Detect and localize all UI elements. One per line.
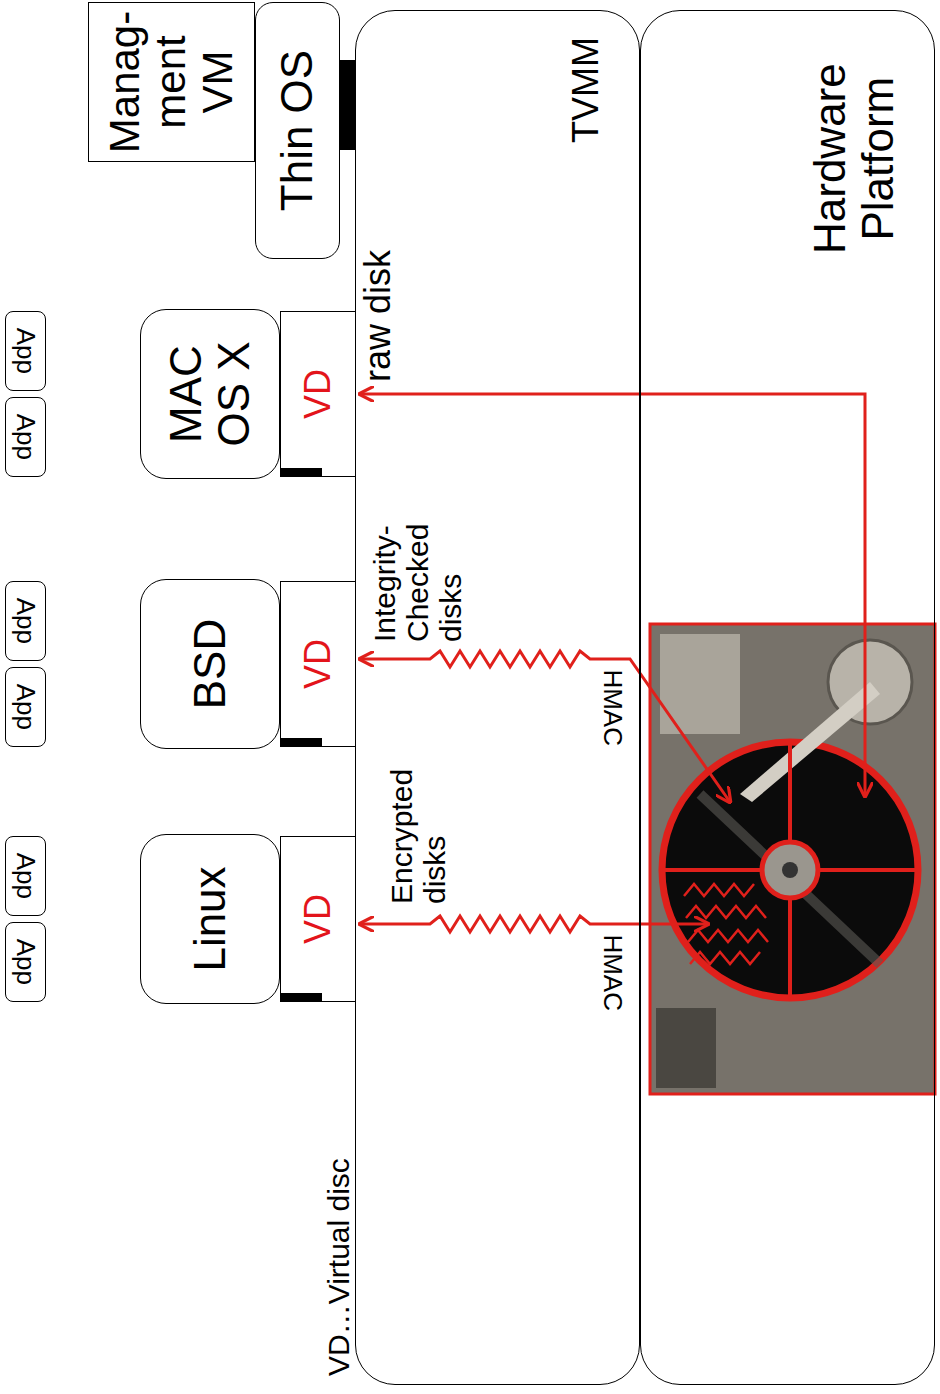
zigzag xyxy=(686,906,766,918)
app-box: App xyxy=(5,397,46,477)
encrypted-arrow xyxy=(360,916,708,932)
hmac-label: HMAC xyxy=(598,934,627,1011)
app-box: App xyxy=(5,836,46,916)
os-box: BSD xyxy=(140,579,280,749)
disk-type-label: Encrypted disks xyxy=(385,769,451,904)
head-arm xyxy=(740,682,880,802)
disk-housing xyxy=(650,624,935,1094)
zigzag xyxy=(688,930,768,942)
app-label: App xyxy=(11,684,40,730)
partition-line xyxy=(662,742,918,998)
hub xyxy=(782,862,798,878)
app-box: App xyxy=(5,667,46,747)
app-box: App xyxy=(5,922,46,1002)
vd-label: VD xyxy=(298,639,338,689)
app-label: App xyxy=(11,414,40,460)
virtual-disk-box: VD xyxy=(280,581,355,747)
layer-label: TVMM xyxy=(566,37,606,143)
management-vm-box: Manag- ment VM xyxy=(88,2,255,162)
legend-note: VD…Virtual disc xyxy=(322,1158,355,1376)
vd-label: VD xyxy=(298,369,338,419)
app-label: App xyxy=(11,598,40,644)
disk-arrows xyxy=(360,394,865,932)
hub xyxy=(762,842,818,898)
disk-type-label: Integrity- Checked disks xyxy=(368,524,467,642)
app-box: App xyxy=(5,581,46,661)
virtual-disk-box: VD xyxy=(280,311,355,477)
disk-type-label: raw disk xyxy=(358,250,398,382)
zigzag xyxy=(690,952,760,964)
app-box: App xyxy=(5,311,46,391)
app-label: App xyxy=(11,853,40,899)
hard-disk-photo xyxy=(650,624,935,1094)
os-label: BSD xyxy=(186,619,234,709)
disk-detail xyxy=(656,1008,716,1088)
raw-arrow xyxy=(360,394,865,796)
zigzag xyxy=(684,884,754,896)
hardware-band: Hardware Platform xyxy=(640,10,935,1385)
os-label: Thin OS xyxy=(273,50,321,211)
vm-label: Manag- ment VM xyxy=(102,11,241,153)
layer-label: Hardware Platform xyxy=(806,63,903,254)
virtual-disk-box: VD xyxy=(280,836,355,1002)
thin-os-bar xyxy=(340,60,355,150)
thin-os-box: Thin OS xyxy=(255,2,340,259)
os-box: MAC OS X xyxy=(140,309,280,479)
app-label: App xyxy=(11,328,40,374)
os-label: Linux xyxy=(186,866,234,971)
hmac-label: HMAC xyxy=(598,669,627,746)
os-label: MAC OS X xyxy=(162,334,259,454)
vd-label: VD xyxy=(298,894,338,944)
tvmm-band: TVMM xyxy=(355,10,640,1385)
platter xyxy=(662,742,918,998)
os-box: Linux xyxy=(140,834,280,1004)
app-label: App xyxy=(11,939,40,985)
